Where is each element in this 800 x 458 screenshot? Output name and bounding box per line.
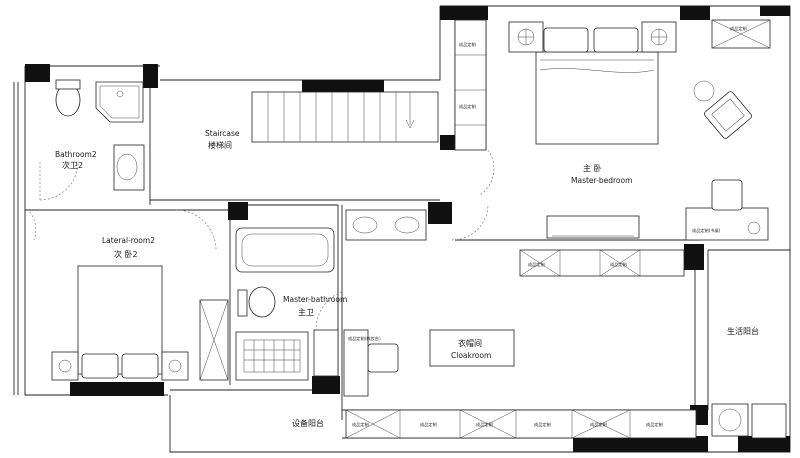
structural-columns	[25, 6, 790, 452]
staircase-label-en: Staircase	[205, 129, 240, 138]
master-bed	[508, 21, 677, 145]
cabinet-label: 成品定制	[459, 41, 476, 48]
bathroom2-label-en: Bathroom2	[55, 150, 97, 159]
cabinet-dresser-label: 成品定制(梳妆台)	[348, 335, 381, 342]
armchair	[693, 80, 752, 139]
living-balcony-label: 生活阳台	[727, 326, 759, 336]
lateral-room2-label-cn: 次 卧2	[114, 249, 138, 259]
cabinet-rows	[345, 19, 787, 439]
cabinet-label: 成品定制	[528, 261, 545, 268]
doors	[29, 149, 495, 331]
desk-area	[546, 179, 769, 241]
cabinet-label: 成品定制	[459, 103, 476, 110]
stairs	[251, 91, 439, 143]
cloakroom-furniture	[343, 329, 515, 397]
master-bathroom-fixtures	[235, 209, 427, 381]
cabinet-label: 成品定制	[646, 421, 663, 428]
master-bathroom-label-cn: 主卫	[298, 307, 314, 317]
bathroom2-fixtures	[55, 79, 145, 191]
cabinet-label: 成品定制	[534, 421, 551, 428]
cabinet-label: 成品定制	[590, 421, 607, 428]
equipment-balcony-label: 设备阳台	[292, 418, 324, 428]
cabinet-label: 成品定制	[352, 421, 369, 428]
cabinet-label: 成品定制	[610, 261, 627, 268]
staircase-label-cn: 楼梯间	[208, 140, 232, 150]
cabinet-label: 成品定制	[476, 421, 493, 428]
bathroom2-label-cn: 次卫2	[62, 160, 83, 170]
cabinet-label: 成品定制	[420, 421, 437, 428]
master-bedroom-label-en: Master-bedroom	[571, 176, 632, 185]
lateral-bed	[51, 265, 229, 381]
lateral-room2-label-en: Lateral-room2	[102, 236, 155, 245]
master-bedroom-label-cn: 主 卧	[583, 163, 602, 173]
cabinet-desk-label: 成品定制(书桌)	[692, 227, 721, 234]
cabinet-label: 成品定制	[730, 25, 747, 32]
master-bathroom-label-en: Master-bathroom	[283, 295, 347, 304]
cloakroom-label-cn: 衣帽间	[458, 338, 482, 348]
cloakroom-label-en: Cloakroom	[451, 351, 491, 360]
